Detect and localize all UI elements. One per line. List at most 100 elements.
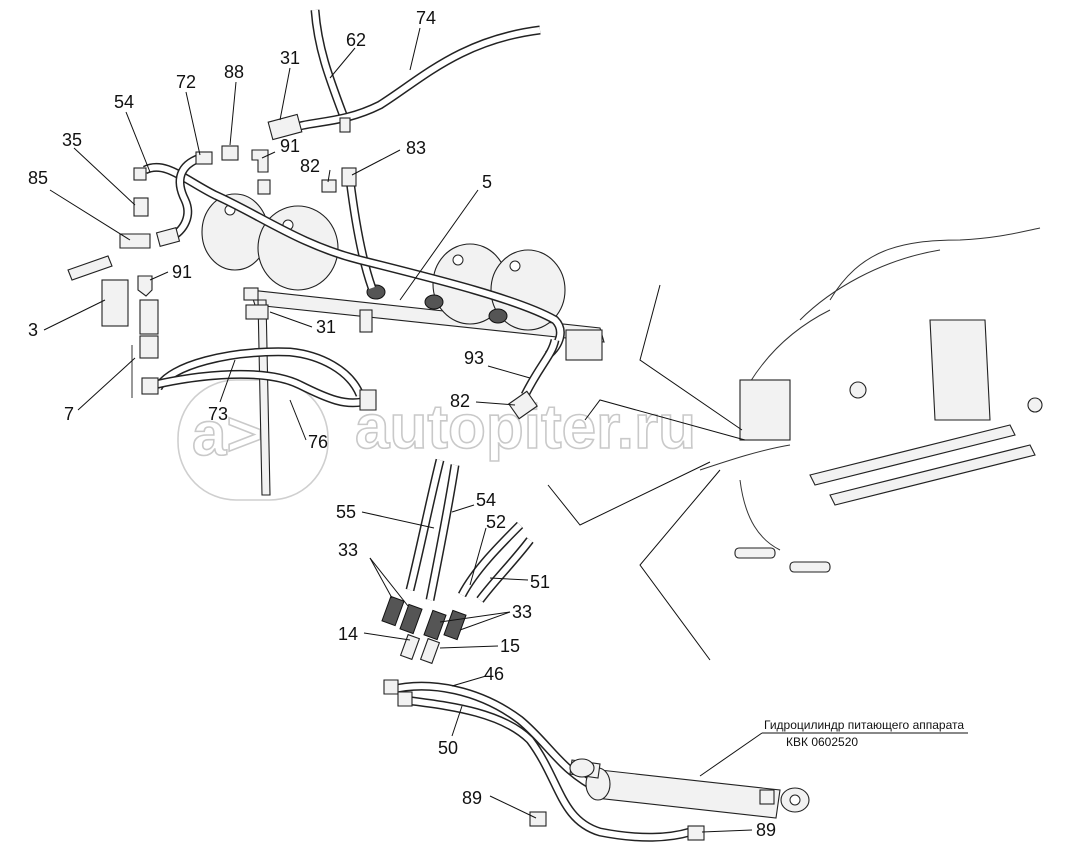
leader-93 [487,365,531,379]
rod-clamp-top [243,287,259,301]
fitting-54-end [133,167,147,181]
callout-33-left: 33 [338,540,358,560]
callout-82-mid: 82 [450,391,470,411]
machine-overview [699,227,1043,573]
pointer-mid [584,399,746,441]
overview-harness-1 [829,227,1041,301]
leader-33-left-b [369,557,409,607]
cylinder-caption-line1: Гидроцилиндр питающего аппарата [764,718,964,732]
callouts: 74 62 31 88 72 54 35 91 82 83 85 5 91 3 … [28,8,776,840]
overview-connector-2 [1027,397,1043,413]
callout-83: 83 [406,138,426,158]
pointer-bottom [639,469,721,661]
callout-72: 72 [176,72,196,92]
fitting-82-top [321,179,337,193]
callout-62: 62 [346,30,366,50]
fitting-82-mid [508,390,538,420]
bar-fitting-3 [488,308,508,324]
leader-62 [329,47,356,79]
fitting-85-side [155,226,181,248]
callout-73: 73 [208,404,228,424]
callout-82-top: 82 [300,156,320,176]
leader-50 [451,705,463,737]
coupling-group [381,458,810,842]
cylinder-eye-left [569,758,595,778]
leader-88 [229,81,237,146]
overview-harness-2 [799,249,941,321]
coupling-33-b [399,603,423,635]
leader-14 [363,632,411,641]
callout-85: 85 [28,168,48,188]
leader-cylinder-pointer [699,732,763,777]
fitting-31-mid [359,309,373,333]
watermark-logo: a> [192,400,263,469]
elbow-73-right [359,389,377,411]
cylinder-eye-hole [789,794,801,806]
callout-3: 3 [28,320,38,340]
fitting-72 [195,151,213,165]
leader-55 [361,511,435,529]
fitting-89-left [529,811,547,827]
overview-beam-1 [809,424,1016,486]
tee-85 [119,233,151,249]
callout-55: 55 [336,502,356,522]
callout-33-right: 33 [512,602,532,622]
coupling-33-d [443,609,467,641]
overview-harness-4 [699,444,791,471]
fitting-46-end [383,679,399,695]
elbow-91-mid [137,275,153,297]
overview-roller-1 [734,547,776,559]
accumulator-4 [490,249,566,331]
coupling-33-a [381,595,405,627]
leader-83 [351,149,401,176]
overview-beam-2 [829,444,1036,506]
accumulator-cap-3 [452,254,464,266]
callout-89-right: 89 [756,820,776,840]
callout-91-top: 91 [280,136,300,156]
fitting-column [139,299,159,335]
rod-clamp [245,304,269,320]
leader-72 [185,91,201,156]
leader-33-right-b [459,611,511,631]
leader-5 [399,189,479,301]
fittings-upper [67,113,538,420]
leader-82-top [327,169,331,183]
hydraulic-cylinder [569,758,810,819]
callout-74: 74 [416,8,436,28]
overview-pointers [547,284,746,661]
callout-5: 5 [482,172,492,192]
leader-73 [219,359,236,403]
callout-15: 15 [500,636,520,656]
leader-91-mid [149,271,169,281]
cylinder-port [759,789,775,805]
leader-85 [49,189,131,241]
callout-76: 76 [308,432,328,452]
fitting-column-base [139,335,159,359]
callout-89-left: 89 [462,788,482,808]
pointer-upper [639,284,743,431]
callout-52: 52 [486,512,506,532]
overview-valve-stack [739,379,791,441]
callout-54-low: 54 [476,490,496,510]
overview-connector [849,381,867,399]
callout-91-mid: 91 [172,262,192,282]
bar-fitting-2 [424,294,444,310]
leader-15 [439,645,499,649]
leader-82-mid [475,401,516,406]
cylinder-caption: Гидроцилиндр питающего аппарата КВК 0602… [764,718,964,749]
leader-3 [43,299,106,331]
callout-31-top: 31 [280,48,300,68]
pointer-lower [547,461,711,526]
leader-51 [489,577,529,581]
overview-harness-5 [739,479,781,551]
tee-83 [341,167,357,187]
fitting-35 [133,197,149,217]
leader-89-right [701,829,753,833]
cylinder-barrel [595,769,781,819]
leader-7 [77,357,136,411]
leader-89-left [489,795,537,819]
valve-block [565,329,603,361]
callout-46: 46 [484,664,504,684]
coupling-14 [399,633,421,661]
